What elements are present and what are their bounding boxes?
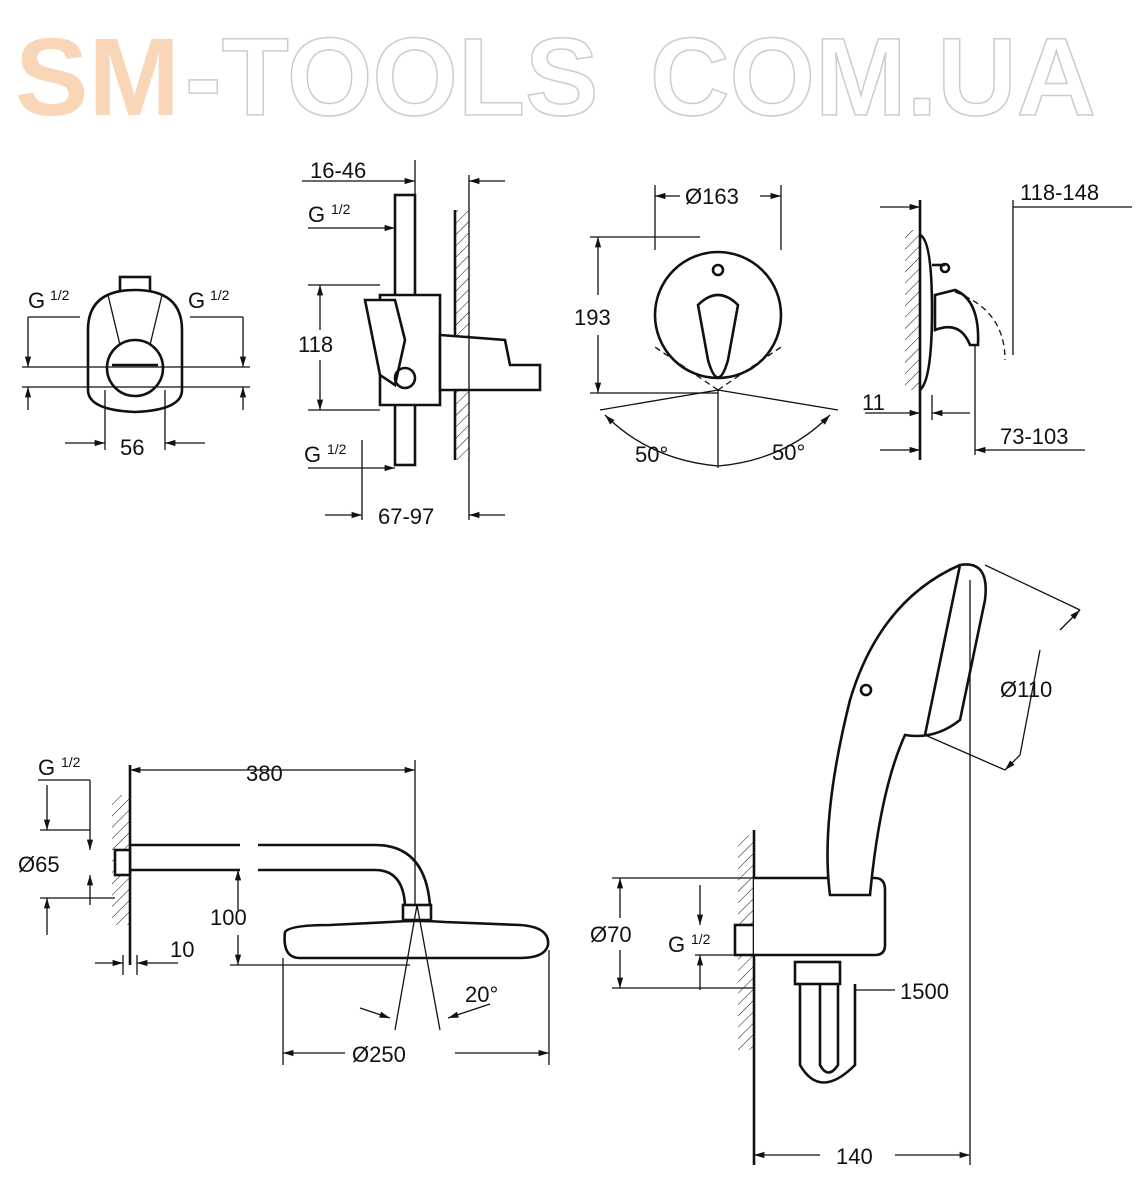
g-fraction: 1/2 xyxy=(61,754,81,770)
valve-side-view: 16-46 G 1/2 118 G 1/2 67-97 xyxy=(298,158,542,529)
dim-diameter: Ø250 xyxy=(352,1042,406,1067)
g-label: G xyxy=(188,288,205,313)
dim-diameter: Ø163 xyxy=(685,184,739,209)
trim-side-view: 118-148 11 73-103 xyxy=(862,180,1132,460)
dim-projection: 140 xyxy=(836,1144,873,1169)
dim-drop: 100 xyxy=(210,905,247,930)
g-label: G xyxy=(304,442,321,467)
dim-projection: 118-148 xyxy=(1020,180,1099,205)
g-fraction: 1/2 xyxy=(50,287,70,303)
dim-depth-bottom: 67-97 xyxy=(378,504,434,529)
dim-outlet: Ø70 xyxy=(590,922,632,947)
hand-shower-view: Ø110 Ø70 G 1/2 1500 140 xyxy=(590,563,1081,1169)
g-fraction: 1/2 xyxy=(691,931,711,947)
dim-depth-top: 16-46 xyxy=(310,158,366,183)
watermark: SM -TOOLS COM.UA xyxy=(15,15,1097,140)
dim-angle: 20° xyxy=(465,982,498,1007)
watermark-comua: COM.UA xyxy=(650,16,1096,139)
g-fraction: 1/2 xyxy=(327,441,347,457)
g-label: G xyxy=(28,288,45,313)
trim-front-view: Ø163 193 50° 50° xyxy=(574,184,839,468)
dim-lever: 73-103 xyxy=(1000,424,1069,449)
angle-right: 50° xyxy=(772,440,805,465)
dim-width: 56 xyxy=(120,435,144,460)
dim-height: 193 xyxy=(574,305,611,330)
dim-flange: Ø65 xyxy=(18,852,60,877)
g-label: G xyxy=(308,202,325,227)
dim-height: 118 xyxy=(298,332,333,357)
valve-front-view: G 1/2 G 1/2 56 xyxy=(22,275,250,460)
g-label: G xyxy=(38,755,55,780)
watermark-sm: SM xyxy=(15,16,180,139)
dim-arm-length: 380 xyxy=(246,761,283,786)
head-shower-view: G 1/2 380 Ø65 100 10 20° Ø250 xyxy=(18,754,550,1067)
dim-wall-gap: 10 xyxy=(170,937,194,962)
dim-diameter: Ø110 xyxy=(1000,677,1052,702)
dim-hose: 1500 xyxy=(900,979,949,1004)
g-fraction: 1/2 xyxy=(331,201,351,217)
angle-left: 50° xyxy=(635,442,668,467)
dim-plate: 11 xyxy=(862,390,885,415)
g-fraction: 1/2 xyxy=(210,287,230,303)
watermark-tools: -TOOLS xyxy=(185,16,599,139)
g-label: G xyxy=(668,932,685,957)
